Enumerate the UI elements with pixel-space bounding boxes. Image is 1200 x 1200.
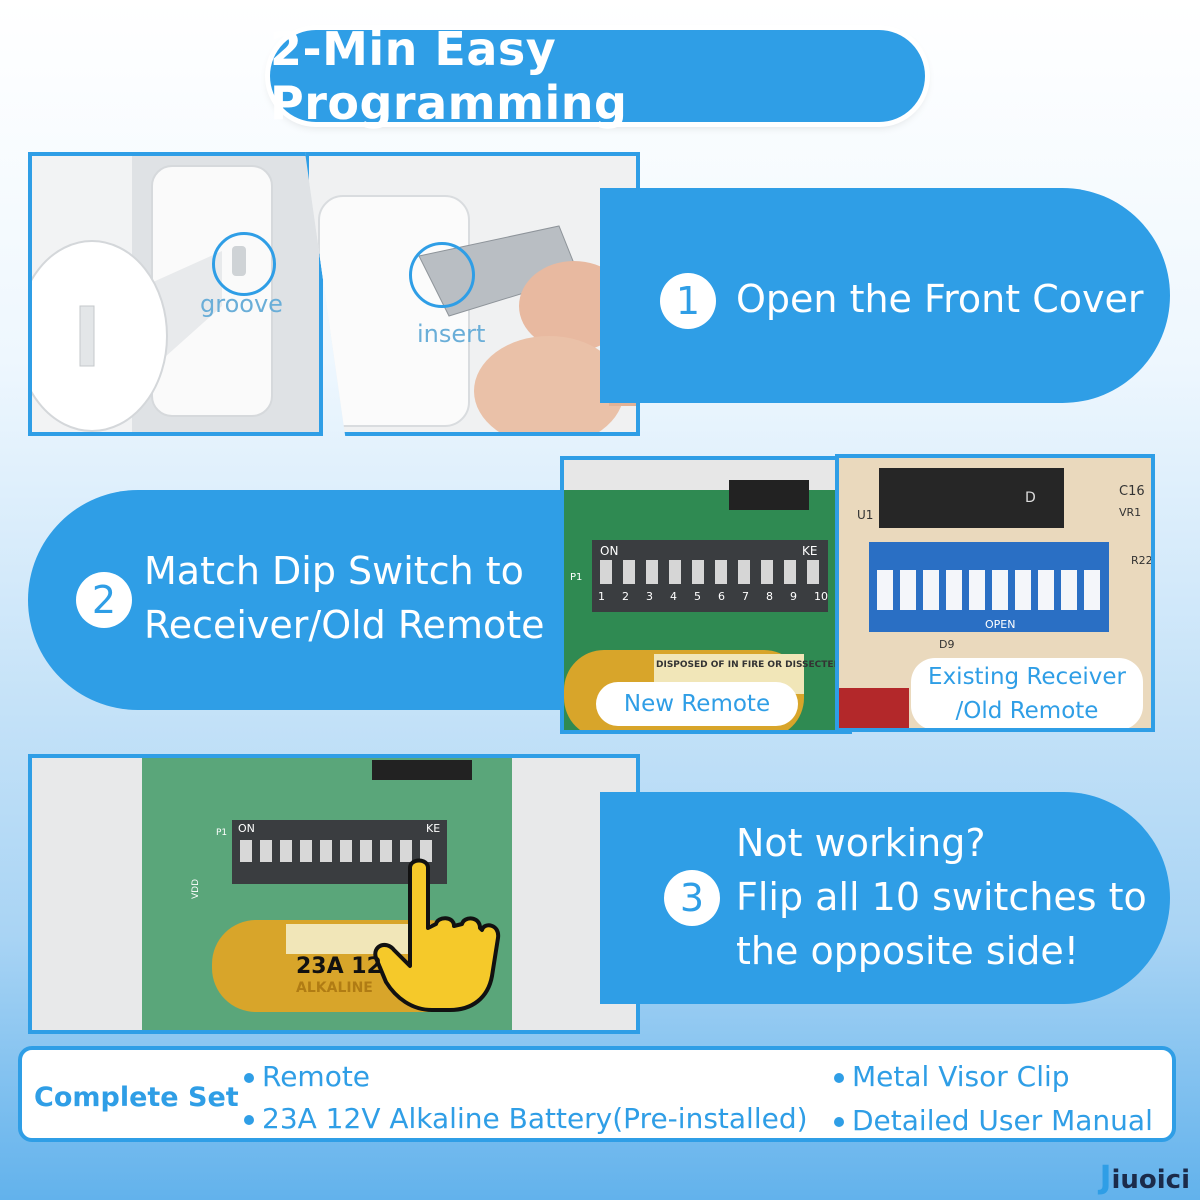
pcb-label-ke: KE [802,544,818,558]
pcb-label-d: D [1025,490,1036,506]
dip-number-row: 1 2 3 4 5 6 7 8 9 10 [598,590,828,603]
dip-number: 9 [790,590,797,603]
step-2-text-line2: Receiver/Old Remote [144,603,545,647]
step-2-number: 2 [76,572,132,628]
dip-number: 3 [646,590,653,603]
brand-initial: J [1099,1158,1112,1196]
dip-number: 4 [670,590,677,603]
set-item-text: 23A 12V Alkaline Battery(Pre-installed) [262,1102,808,1135]
insert-highlight-circle [409,242,475,308]
dip-number: 10 [814,590,828,603]
pcb-label-d9: D9 [939,638,955,651]
pcb-label-r22: R22 [1131,554,1153,567]
insert-caption: insert [417,320,486,348]
pcb-label-u1: U1 [857,508,874,522]
pcb-label-vr1: VR1 [1119,506,1142,519]
photo-existing-receiver: C16 VR1 U1 D R22 OPEN D9 Existing Receiv… [835,454,1155,732]
dip-number: 6 [718,590,725,603]
bullet-icon [834,1117,844,1127]
step-1-number: 1 [660,273,716,329]
dip-number: 7 [742,590,749,603]
complete-set-label: Complete Set [34,1082,239,1113]
set-item-text: Metal Visor Clip [852,1060,1070,1093]
step-2-text-line1: Match Dip Switch to [144,549,524,593]
existing-caption-line1: Existing Receiver [928,664,1126,690]
pcb-label-p1: P1 [570,572,583,583]
photo-insert-clip: insert [305,152,640,436]
step-2-band: 2 Match Dip Switch to Receiver/Old Remot… [28,490,588,710]
battery-model-label: 23A 12 [296,954,382,979]
step-3-text-line2: Flip all 10 switches to [736,875,1147,919]
step-3-text-line1: Not working? [736,821,986,865]
groove-caption: groove [200,290,283,318]
pcb-label-ke: KE [426,822,441,835]
photo-new-remote-dip: ON KE P1 1 2 3 4 5 6 7 8 9 10 DISPOSED O… [560,456,852,734]
insert-clip-illustration [309,156,636,432]
brand-name: iuoici [1111,1165,1190,1195]
set-item-user-manual: Detailed User Manual [834,1104,1153,1137]
page-title: 2-Min Easy Programming [270,22,925,130]
hand-pointer-icon [373,858,501,1012]
battery-note: DISPOSED OF IN FIRE OR DISSECTED. [656,660,845,670]
battery-type-label: ALKALINE [296,980,373,996]
set-item-visor-clip: Metal Visor Clip [834,1060,1070,1093]
dip-number: 2 [622,590,629,603]
complete-set-box: Complete Set Remote 23A 12V Alkaline Bat… [18,1046,1176,1142]
groove-highlight-circle [212,232,276,296]
set-item-text: Detailed User Manual [852,1104,1153,1137]
step-3-text-line3: the opposite side! [736,929,1079,973]
dip-number: 5 [694,590,701,603]
pcb-label-open: OPEN [985,618,1016,631]
brand-logo: Jiuoici [1100,1158,1190,1196]
set-item-remote: Remote [244,1060,370,1093]
set-item-battery: 23A 12V Alkaline Battery(Pre-installed) [244,1102,808,1135]
step-1-text: Open the Front Cover [736,277,1144,321]
new-remote-caption: New Remote [596,682,798,726]
dip-number: 1 [598,590,605,603]
pcb-label-vdd: VDD [191,878,202,900]
step-3-band: 3 Not working? Flip all 10 switches to t… [600,792,1170,1004]
existing-receiver-caption: Existing Receiver /Old Remote [911,658,1143,728]
pcb-label-p1: P1 [216,828,228,838]
dip-number: 8 [766,590,773,603]
photo-front-cover-groove: groove [28,152,323,436]
bullet-icon [244,1073,254,1083]
pcb-label-on: ON [600,544,619,558]
existing-caption-line2: /Old Remote [955,698,1099,724]
pcb-label-on: ON [238,822,255,835]
bullet-icon [244,1115,254,1125]
step-1-band: 1 Open the Front Cover [600,188,1170,403]
pcb-label-c16: C16 [1119,484,1145,499]
set-item-text: Remote [262,1060,371,1093]
bullet-icon [834,1073,844,1083]
photo-flip-switches: ON KE P1 VDD 23A 12 ALKALINE [28,754,640,1034]
remote-side-illustration [32,156,319,432]
step-3-number: 3 [664,870,720,926]
